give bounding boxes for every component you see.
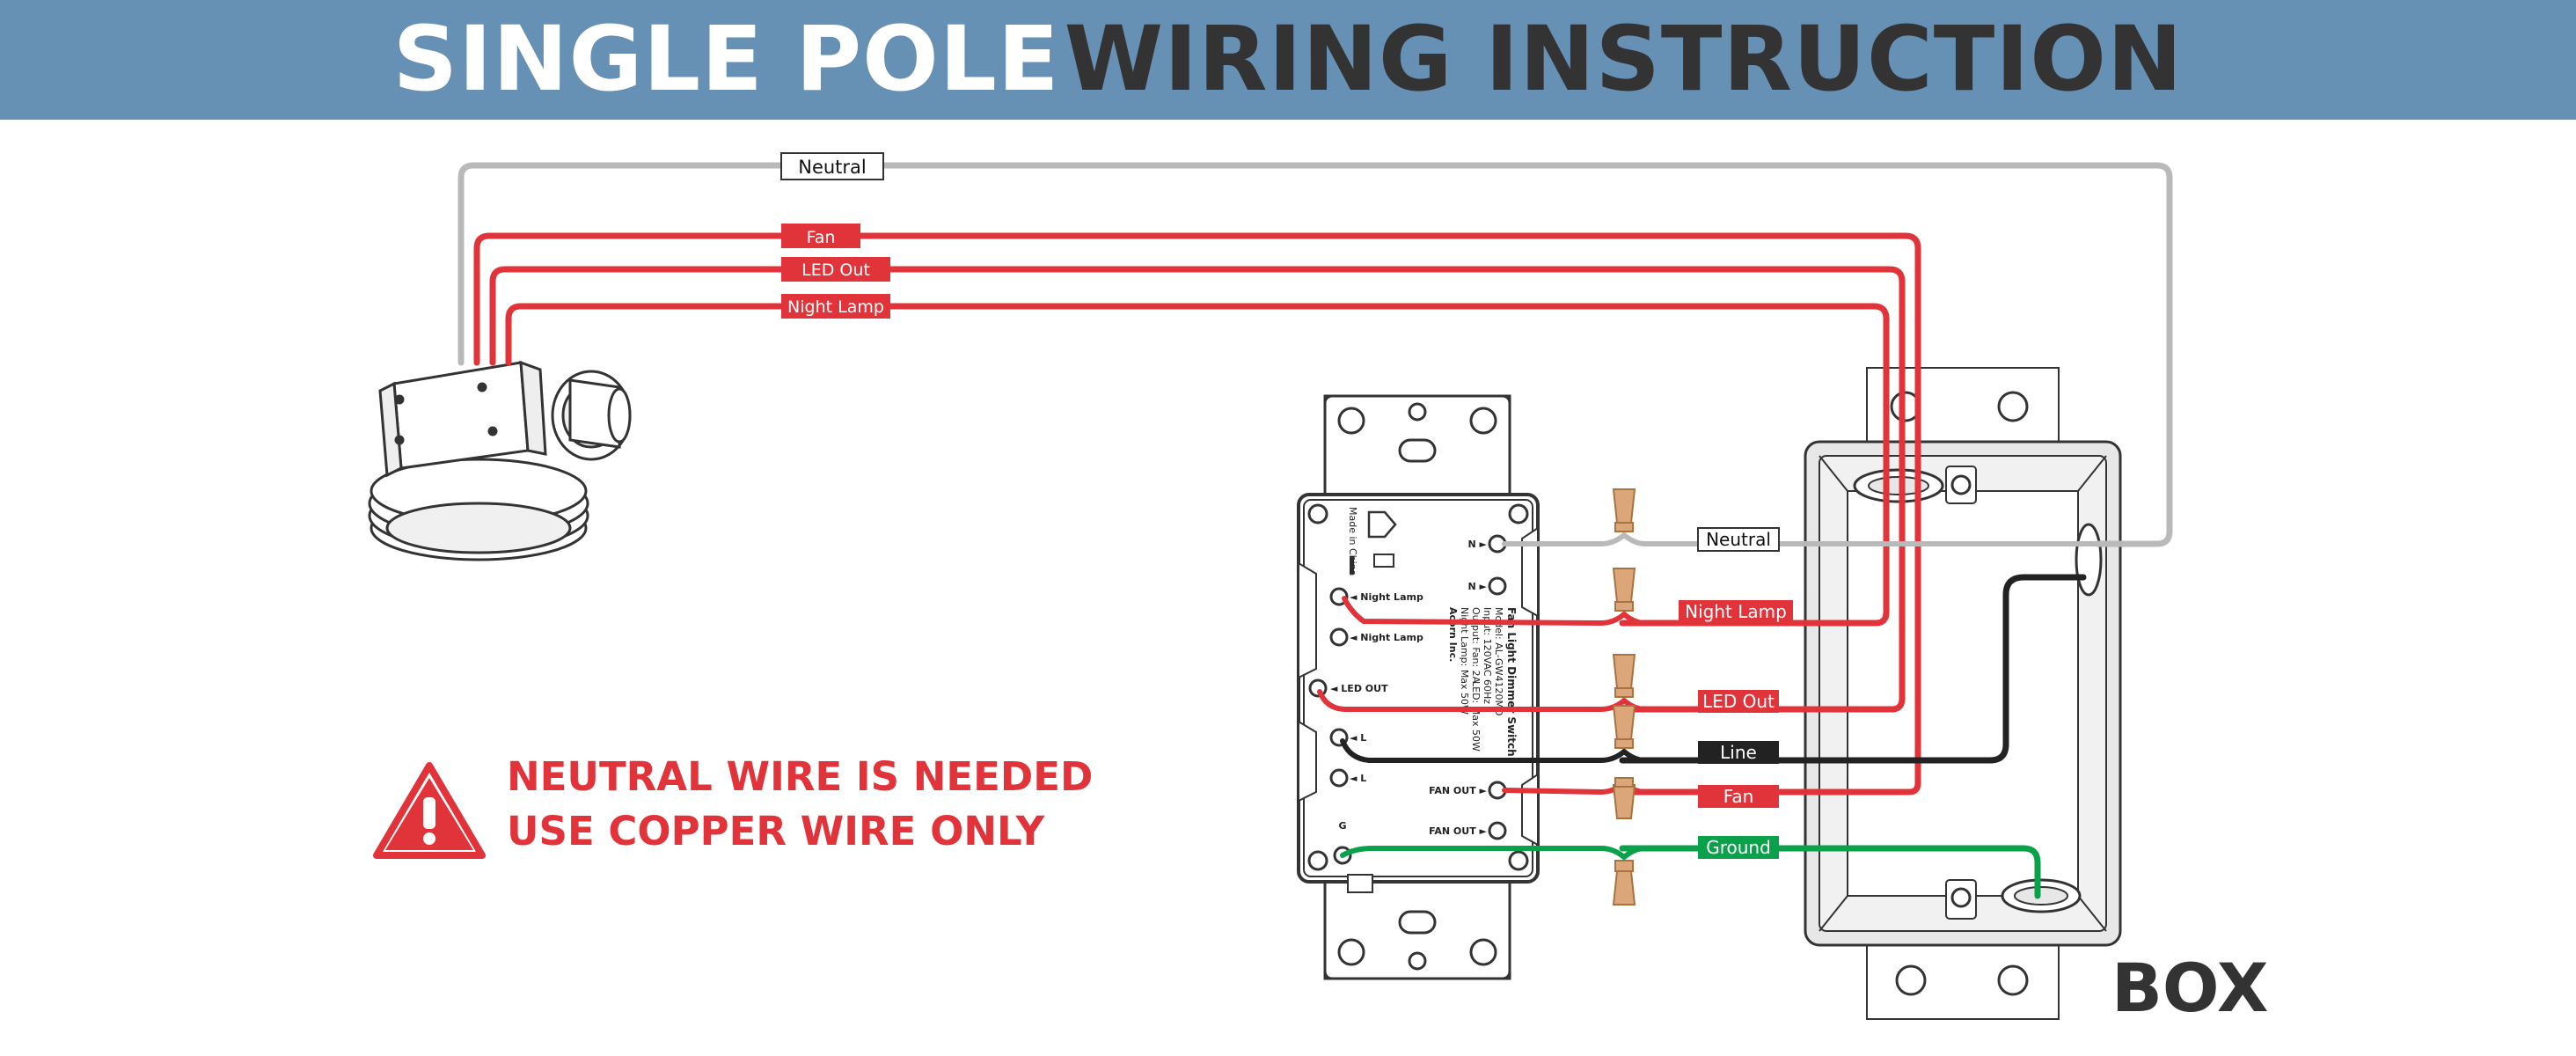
ground-wire-switch xyxy=(1340,846,1627,860)
input-label: Input: 120VAC 60Hz xyxy=(1482,607,1493,704)
warning-line1: NEUTRAL WIRE IS NEEDED xyxy=(507,753,1094,800)
terminal-l2: ◄ L xyxy=(1350,773,1366,784)
label-led-out-box: LED Out xyxy=(1702,691,1775,712)
led-max-label: LED: Max 50W xyxy=(1470,681,1482,752)
brand-label: Acorn Inc. xyxy=(1447,607,1459,662)
led-out-wire-top xyxy=(489,266,1906,713)
model-label: Model: AL-GW4120MD xyxy=(1493,607,1504,715)
terminal-night-lamp1: ◄ Night Lamp xyxy=(1350,591,1423,603)
label-night-lamp-box: Night Lamp xyxy=(1685,601,1787,622)
terminal-n1: N ► xyxy=(1468,539,1488,550)
night-lamp-max-label: Night Lamp: Max 50W xyxy=(1459,607,1470,715)
label-neutral-box: Neutral xyxy=(1706,529,1771,550)
terminal-night-lamp2: ◄ Night Lamp xyxy=(1350,632,1423,643)
ground-wire xyxy=(1619,845,2041,899)
wire-connectors xyxy=(1612,488,1636,906)
wall-switch: N ► N ► ◄ Night Lamp ◄ Night Lamp ◄ LED … xyxy=(1297,394,1540,980)
title-part1: SINGLE POLE xyxy=(392,7,1060,112)
night-lamp-wire-top xyxy=(505,303,1890,627)
box-caption: BOX xyxy=(2111,949,2269,1027)
terminal-g: G xyxy=(1338,820,1346,832)
fan-wire-top xyxy=(473,232,1921,796)
label-fan-box: Fan xyxy=(1723,786,1754,807)
junction-box xyxy=(1804,367,2122,1020)
label-ground-box: Ground xyxy=(1706,837,1771,858)
label-line-box: Line xyxy=(1720,742,1757,763)
product-label: Fan Light Dimmer Switch xyxy=(1505,607,1518,757)
terminal-fan-out1: FAN OUT ► xyxy=(1429,785,1487,796)
exhaust-fan xyxy=(368,360,632,561)
label-fan-top: Fan xyxy=(807,228,836,247)
warning-icon xyxy=(373,762,486,859)
terminal-n2: N ► xyxy=(1468,581,1488,592)
title-banner: SINGLE POLE WIRING INSTRUCTION xyxy=(0,0,2576,120)
terminal-l1: ◄ L xyxy=(1350,732,1366,744)
warning-text: NEUTRAL WIRE IS NEEDED USE COPPER WIRE O… xyxy=(507,750,1093,859)
made-in-label: Made in China xyxy=(1347,507,1358,576)
warning-line2: USE COPPER WIRE ONLY xyxy=(507,808,1045,854)
line-wire-switch xyxy=(1340,738,1627,763)
night-lamp-wire-switch xyxy=(1342,596,1627,626)
label-neutral-top: Neutral xyxy=(798,157,867,178)
line-wire xyxy=(1619,574,2087,764)
title-part2: WIRING INSTRUCTION xyxy=(1064,7,2184,112)
terminal-fan-out2: FAN OUT ► xyxy=(1429,825,1487,837)
fan-output-label: Output: Fan: 2A xyxy=(1470,607,1482,684)
neutral-wire-top xyxy=(457,162,2173,547)
label-led-out-top: LED Out xyxy=(801,260,870,280)
terminal-led-out: ◄ LED OUT xyxy=(1330,683,1388,694)
neutral-wire-switch xyxy=(1502,532,1627,546)
label-night-lamp-top: Night Lamp xyxy=(787,297,884,317)
